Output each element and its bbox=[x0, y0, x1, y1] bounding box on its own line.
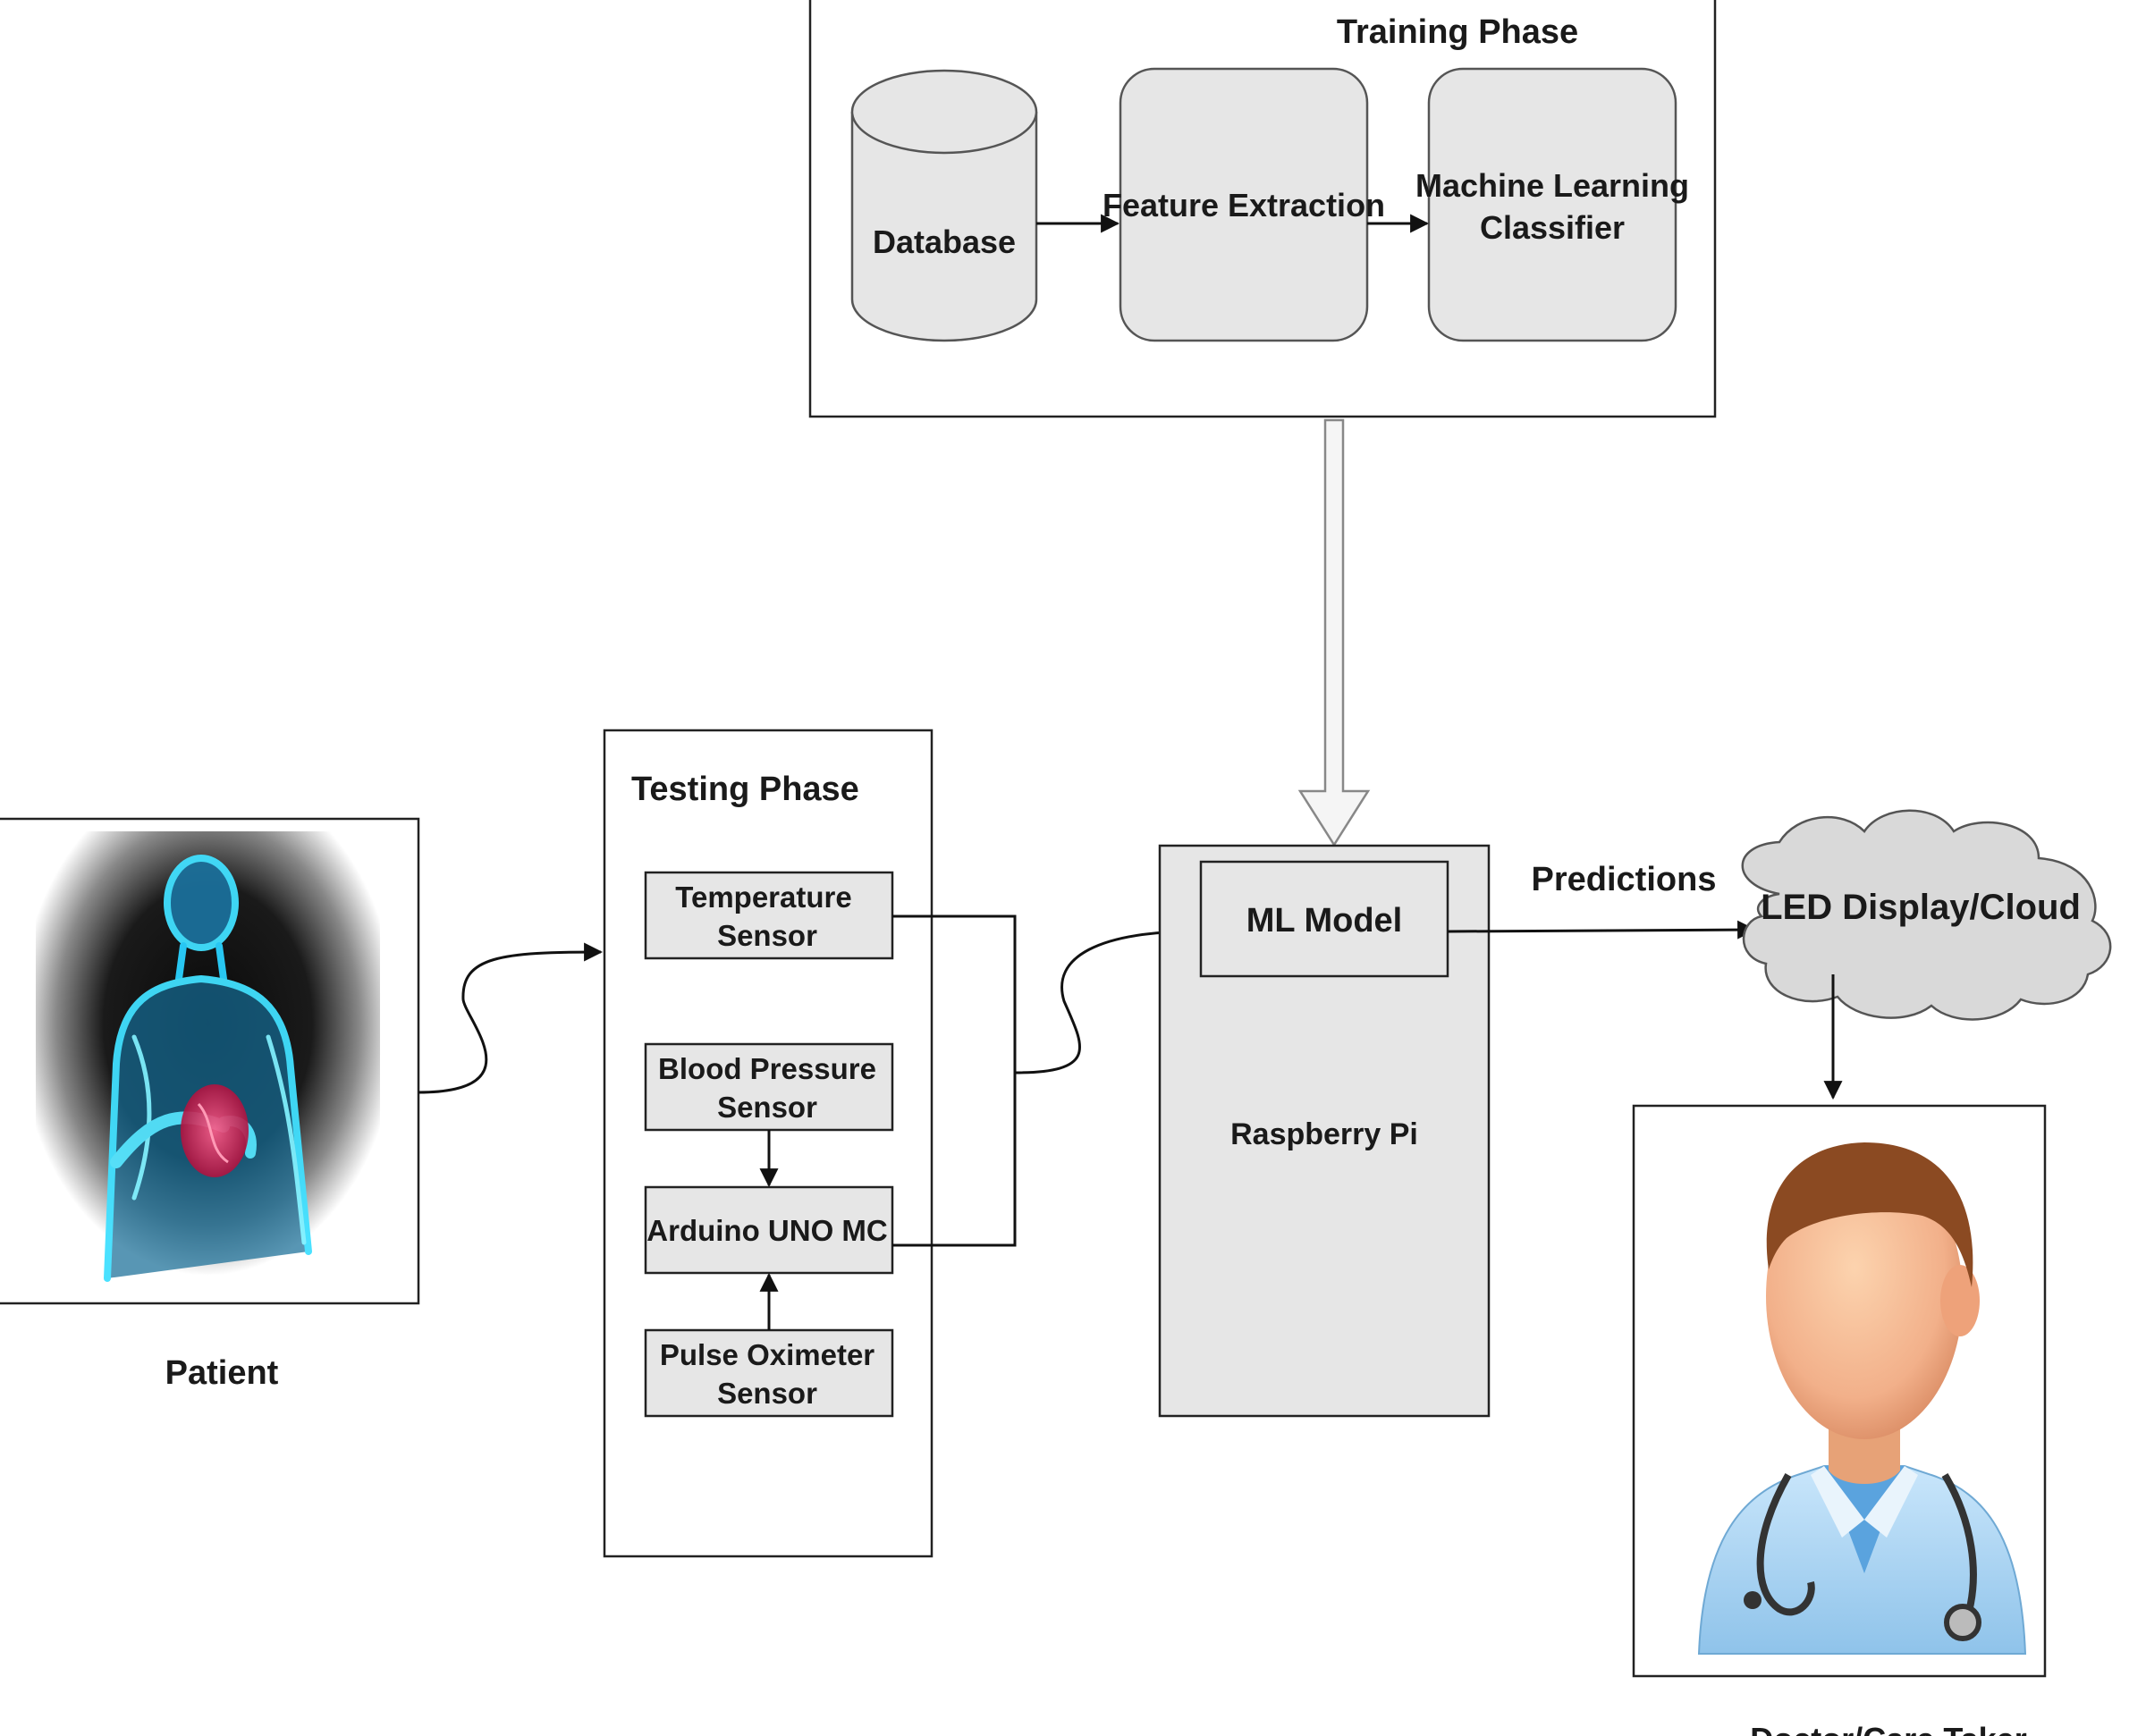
patient-label: Patient bbox=[165, 1354, 279, 1392]
pulse-oximeter-sensor-label-line2: Sensor bbox=[717, 1377, 817, 1410]
training-phase-panel: Training Phase Database Feature Extracti… bbox=[808, 0, 1717, 418]
predictions-label: Predictions bbox=[1532, 861, 1717, 898]
sensor-merge-bracket bbox=[892, 914, 1017, 1247]
testing-to-model-connector bbox=[1014, 922, 1199, 1074]
pulse-oximeter-sensor-label-line1: Pulse Oximeter bbox=[660, 1338, 874, 1371]
predictions-arrow bbox=[1447, 920, 1757, 940]
feature-extraction-label: Feature Extraction bbox=[1103, 187, 1385, 223]
ml-classifier-label-line1: Machine Learning bbox=[1415, 167, 1689, 204]
feature-extraction-box bbox=[1119, 67, 1369, 342]
database-label: Database bbox=[873, 223, 1016, 260]
ml-model-box bbox=[1199, 860, 1449, 978]
patient-image bbox=[0, 817, 420, 1305]
raspberry-pi-panel: ML Model Raspberry Pi bbox=[1158, 844, 1491, 1418]
pulse-oximeter-sensor-box bbox=[644, 1328, 894, 1418]
doctor-label: Doctor/Care Taker bbox=[1750, 1721, 2026, 1736]
ml-classifier-box bbox=[1427, 67, 1677, 342]
temperature-sensor-label-line1: Temperature bbox=[675, 881, 851, 914]
raspberry-pi-label: Raspberry Pi bbox=[1230, 1117, 1418, 1151]
led-display-cloud: LED Display/Cloud bbox=[1741, 809, 2112, 1021]
testing-phase-panel: Testing Phase Temperature Sensor Blood P… bbox=[603, 729, 934, 1558]
blood-pressure-sensor-label-line1: Blood Pressure bbox=[658, 1052, 876, 1085]
database-cylinder: Database bbox=[850, 69, 1038, 342]
ml-model-label: ML Model bbox=[1246, 902, 1403, 940]
training-to-model-hollow-arrow bbox=[1297, 418, 1371, 847]
blood-pressure-sensor-box bbox=[644, 1042, 894, 1132]
heart-icon bbox=[181, 1084, 249, 1177]
training-phase-title: Training Phase bbox=[1337, 13, 1578, 51]
temperature-sensor-label-line2: Sensor bbox=[717, 919, 817, 952]
ml-classifier-label-line2: Classifier bbox=[1480, 209, 1625, 246]
doctor-avatar-icon bbox=[1697, 1142, 2027, 1655]
doctor-image bbox=[1632, 1104, 2047, 1678]
blood-pressure-sensor-label-line2: Sensor bbox=[717, 1091, 817, 1124]
patient-to-testing-connector bbox=[418, 942, 604, 1094]
arduino-uno-label: Arduino UNO MC bbox=[646, 1214, 887, 1247]
testing-phase-title: Testing Phase bbox=[631, 771, 859, 808]
led-display-cloud-label: LED Display/Cloud bbox=[1761, 888, 2081, 927]
temperature-sensor-box bbox=[644, 871, 894, 960]
